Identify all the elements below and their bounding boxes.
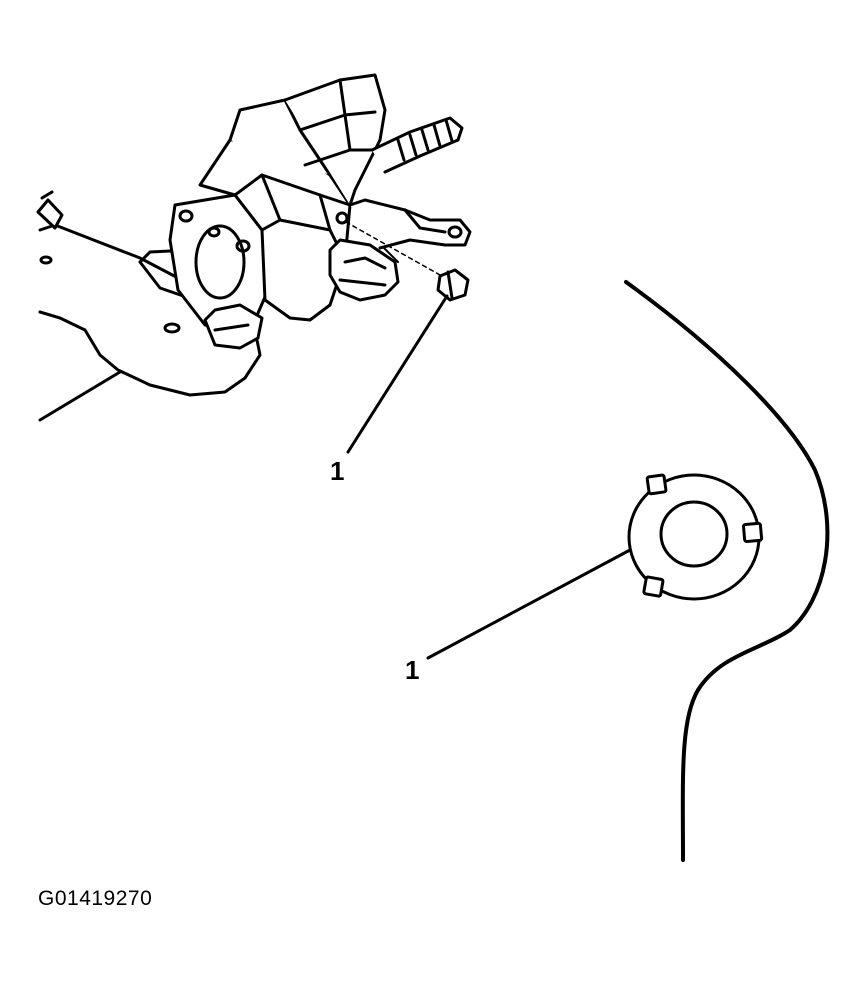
figure-id: G01419270 — [38, 887, 153, 910]
bracket-lower-edge — [38, 370, 122, 422]
clip-tab-bottom — [642, 575, 665, 598]
retaining-clip — [627, 473, 764, 601]
lower-callout-leader — [426, 548, 632, 660]
clip-inner-ring — [659, 500, 729, 568]
clip-tab-top — [645, 473, 668, 496]
upper-callout-label: 1 — [330, 456, 345, 486]
clip-tab-right — [741, 521, 764, 543]
lower-callout-label: 1 — [405, 655, 420, 685]
column-mounting-bracket — [38, 223, 262, 397]
upper-callout-leader — [346, 294, 449, 454]
steering-column-assembly — [36, 73, 472, 422]
fastener-leader-dashed — [345, 221, 441, 276]
column-shaft-spline — [370, 116, 464, 174]
upper-fastener-part — [436, 268, 470, 302]
trim-panel-outline — [624, 280, 830, 862]
